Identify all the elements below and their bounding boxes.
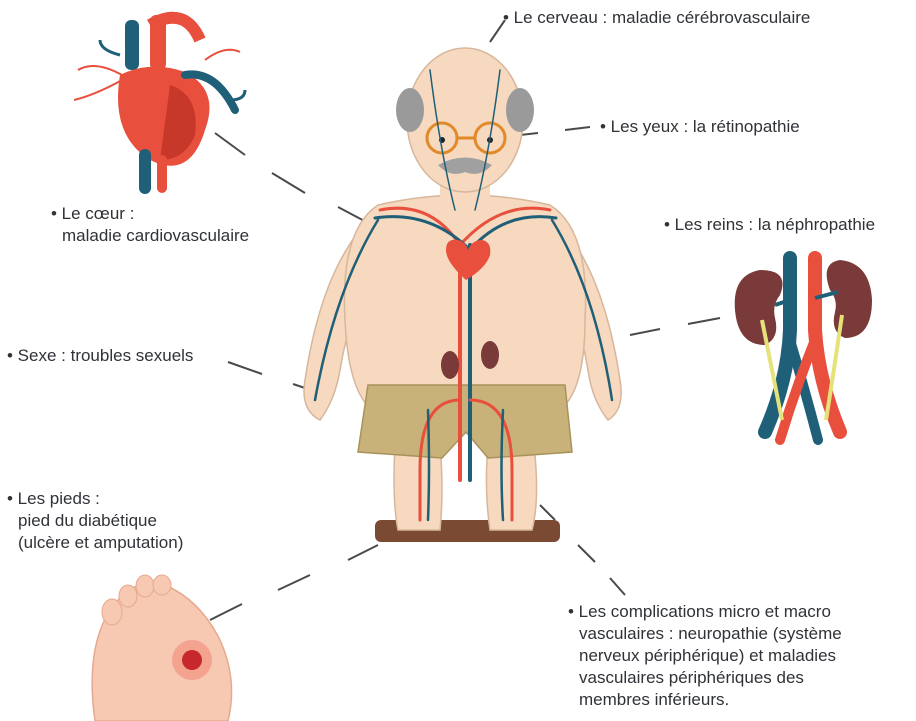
toe-4 bbox=[153, 575, 171, 595]
label-vasc-line2: vasculaires : neuropathie (système bbox=[568, 623, 842, 645]
leader-sex-a bbox=[228, 362, 262, 374]
leader-heart-b bbox=[272, 173, 305, 193]
label-vasc-line3: nerveux périphérique) et maladies bbox=[568, 645, 842, 667]
leader-vasc-b bbox=[578, 545, 595, 562]
label-feet-line1: • Les pieds : bbox=[7, 488, 183, 510]
leader-feet-a bbox=[348, 545, 378, 560]
shorts bbox=[358, 385, 572, 458]
label-vascular: • Les complications micro et macro vascu… bbox=[568, 601, 842, 711]
kidney-left bbox=[735, 270, 783, 345]
label-kidneys-text: • Les reins : la néphropathie bbox=[664, 215, 875, 234]
label-vasc-line5: membres inférieurs. bbox=[568, 689, 842, 711]
leader-kidney-a bbox=[630, 329, 660, 335]
leader-kidney-b bbox=[688, 318, 720, 324]
ulcer-core bbox=[182, 650, 202, 670]
label-vasc-line1: • Les complications micro et macro bbox=[568, 601, 842, 623]
body-kidney-right bbox=[481, 341, 499, 369]
leader-eyes-b bbox=[565, 127, 590, 130]
hair-right bbox=[506, 88, 534, 132]
foot-illustration bbox=[92, 575, 231, 721]
label-heart-line2: maladie cardiovasculaire bbox=[51, 225, 249, 247]
toe-2 bbox=[119, 585, 137, 607]
heart-illustration bbox=[74, 15, 245, 188]
heart-artery-branch-3 bbox=[205, 50, 240, 60]
heart-vein-branch-1 bbox=[100, 40, 120, 55]
leader-heart-a bbox=[215, 133, 245, 155]
heart-vena-trunk bbox=[125, 20, 139, 70]
label-feet: • Les pieds : pied du diabétique (ulcère… bbox=[7, 488, 183, 554]
heart-artery-branch-2 bbox=[74, 80, 122, 100]
toe-3 bbox=[136, 575, 154, 597]
kidney-right bbox=[827, 260, 872, 338]
leader-vasc-a bbox=[540, 505, 555, 520]
heart-artery-branch-1 bbox=[78, 66, 122, 75]
hair-left bbox=[396, 88, 424, 132]
label-brain: • Le cerveau : maladie cérébrovasculaire bbox=[503, 7, 810, 29]
label-vasc-line4: vasculaires périphériques des bbox=[568, 667, 842, 689]
toe-1 bbox=[102, 599, 122, 625]
leader-vasc-c bbox=[610, 578, 625, 595]
label-feet-line2: pied du diabétique bbox=[7, 510, 183, 532]
label-brain-text: • Le cerveau : maladie cérébrovasculaire bbox=[503, 8, 810, 27]
kidney-illustration bbox=[735, 258, 872, 440]
label-eyes-text: • Les yeux : la rétinopathie bbox=[600, 117, 800, 136]
label-heart-line1: • Le cœur : bbox=[51, 203, 249, 225]
leg-vein-left bbox=[428, 410, 429, 520]
body-kidney-left bbox=[441, 351, 459, 379]
label-sex: • Sexe : troubles sexuels bbox=[7, 345, 193, 367]
torso bbox=[344, 195, 585, 410]
label-sex-text: • Sexe : troubles sexuels bbox=[7, 346, 193, 365]
label-feet-line3: (ulcère et amputation) bbox=[7, 532, 183, 554]
label-kidneys: • Les reins : la néphropathie bbox=[664, 214, 875, 236]
leader-feet-c bbox=[210, 604, 242, 620]
leader-feet-b bbox=[278, 575, 310, 590]
heart-vein-branch-2 bbox=[230, 90, 245, 100]
label-eyes: • Les yeux : la rétinopathie bbox=[600, 116, 800, 138]
label-heart: • Le cœur : maladie cardiovasculaire bbox=[51, 203, 249, 247]
human-figure bbox=[304, 48, 621, 542]
